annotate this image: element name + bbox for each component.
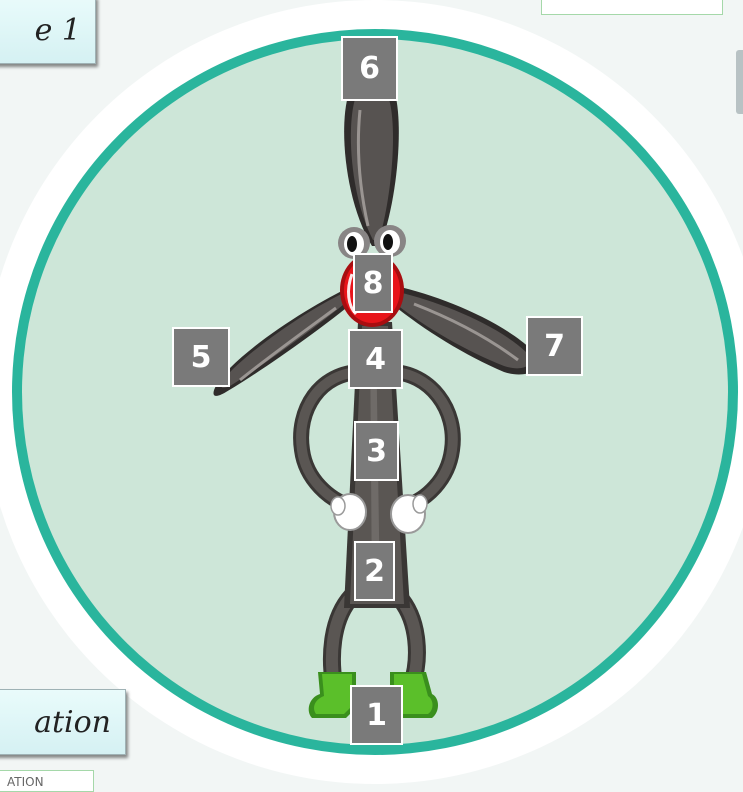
top-left-option-label: e 1 bbox=[34, 12, 81, 48]
top-right-panel bbox=[541, 0, 723, 15]
bottom-left-option-button[interactable]: ation bbox=[0, 689, 126, 755]
label-text-8: 8 bbox=[362, 265, 384, 301]
eyes bbox=[338, 225, 406, 259]
blades bbox=[213, 75, 539, 396]
label-box-8[interactable]: 8 bbox=[353, 253, 393, 313]
label-box-3[interactable]: 3 bbox=[354, 421, 399, 481]
bottom-left-panel-text: ATION bbox=[7, 775, 44, 789]
label-text-1: 1 bbox=[366, 697, 387, 733]
bottom-left-panel: ATION bbox=[0, 770, 94, 792]
label-text-2: 2 bbox=[364, 553, 385, 589]
label-text-6: 6 bbox=[359, 51, 380, 86]
bottom-left-option-label: ation bbox=[34, 704, 111, 740]
label-box-6[interactable]: 6 bbox=[341, 36, 398, 101]
label-box-7[interactable]: 7 bbox=[526, 316, 583, 376]
gloves bbox=[330, 493, 428, 534]
label-box-2[interactable]: 2 bbox=[354, 541, 395, 601]
label-text-3: 3 bbox=[366, 433, 387, 469]
label-box-1[interactable]: 1 bbox=[350, 685, 403, 745]
right-side-tab[interactable] bbox=[736, 50, 743, 114]
label-text-7: 7 bbox=[544, 328, 565, 364]
label-text-4: 4 bbox=[365, 341, 386, 377]
label-box-4[interactable]: 4 bbox=[348, 329, 403, 389]
top-left-option-button[interactable]: e 1 bbox=[0, 0, 96, 64]
label-box-5[interactable]: 5 bbox=[172, 327, 230, 387]
label-text-5: 5 bbox=[190, 339, 212, 375]
